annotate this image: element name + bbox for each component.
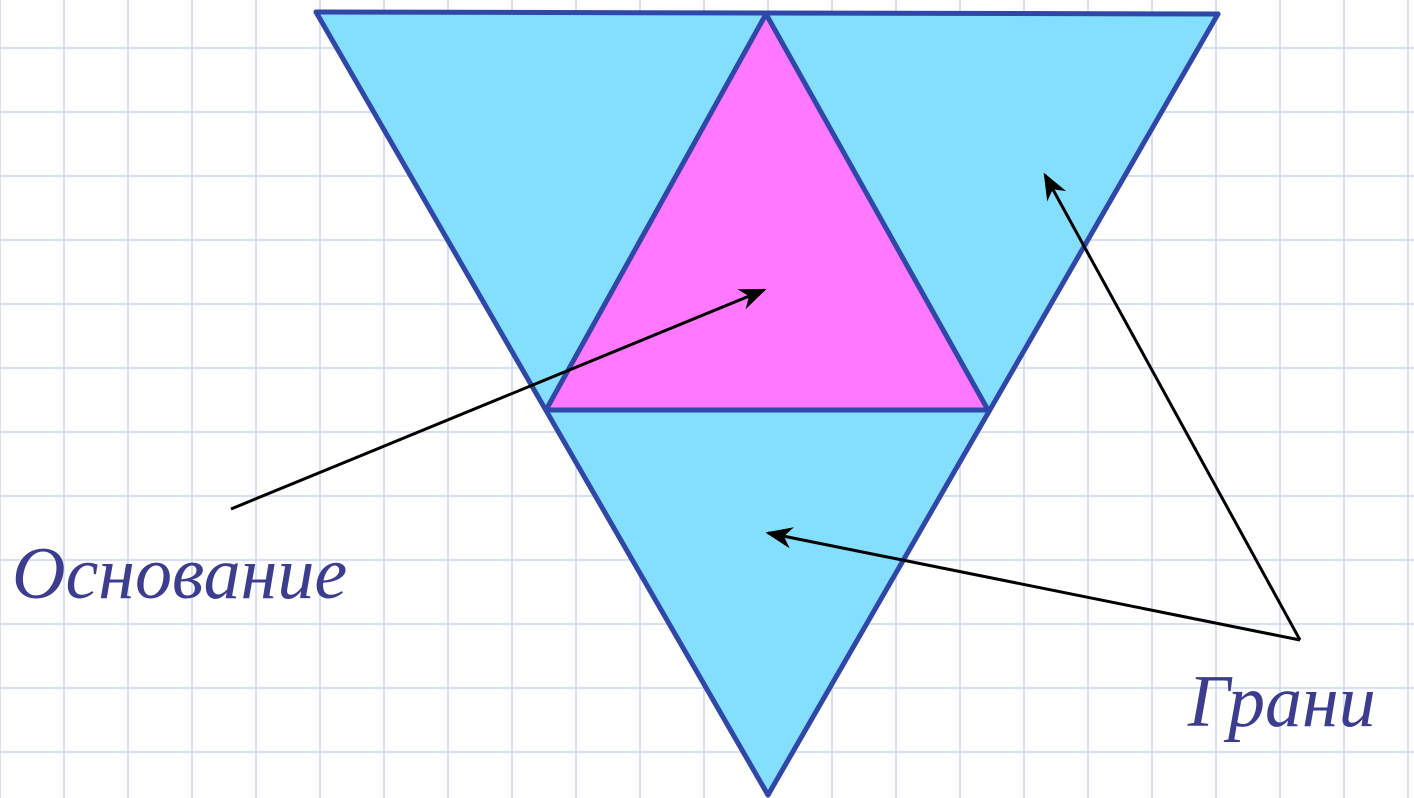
label-faces: Грани [1188, 661, 1376, 743]
label-base: Основание [12, 533, 348, 615]
net-edges [313, 9, 1221, 798]
face-top-left [316, 12, 766, 410]
face-top-right [766, 14, 1218, 410]
arrow-to-base [230, 288, 767, 511]
arrow-to-top-right-face [1043, 172, 1302, 641]
face-bottom [546, 410, 988, 795]
arrow-to-bottom-face [765, 527, 1301, 642]
base-triangle [546, 14, 988, 410]
